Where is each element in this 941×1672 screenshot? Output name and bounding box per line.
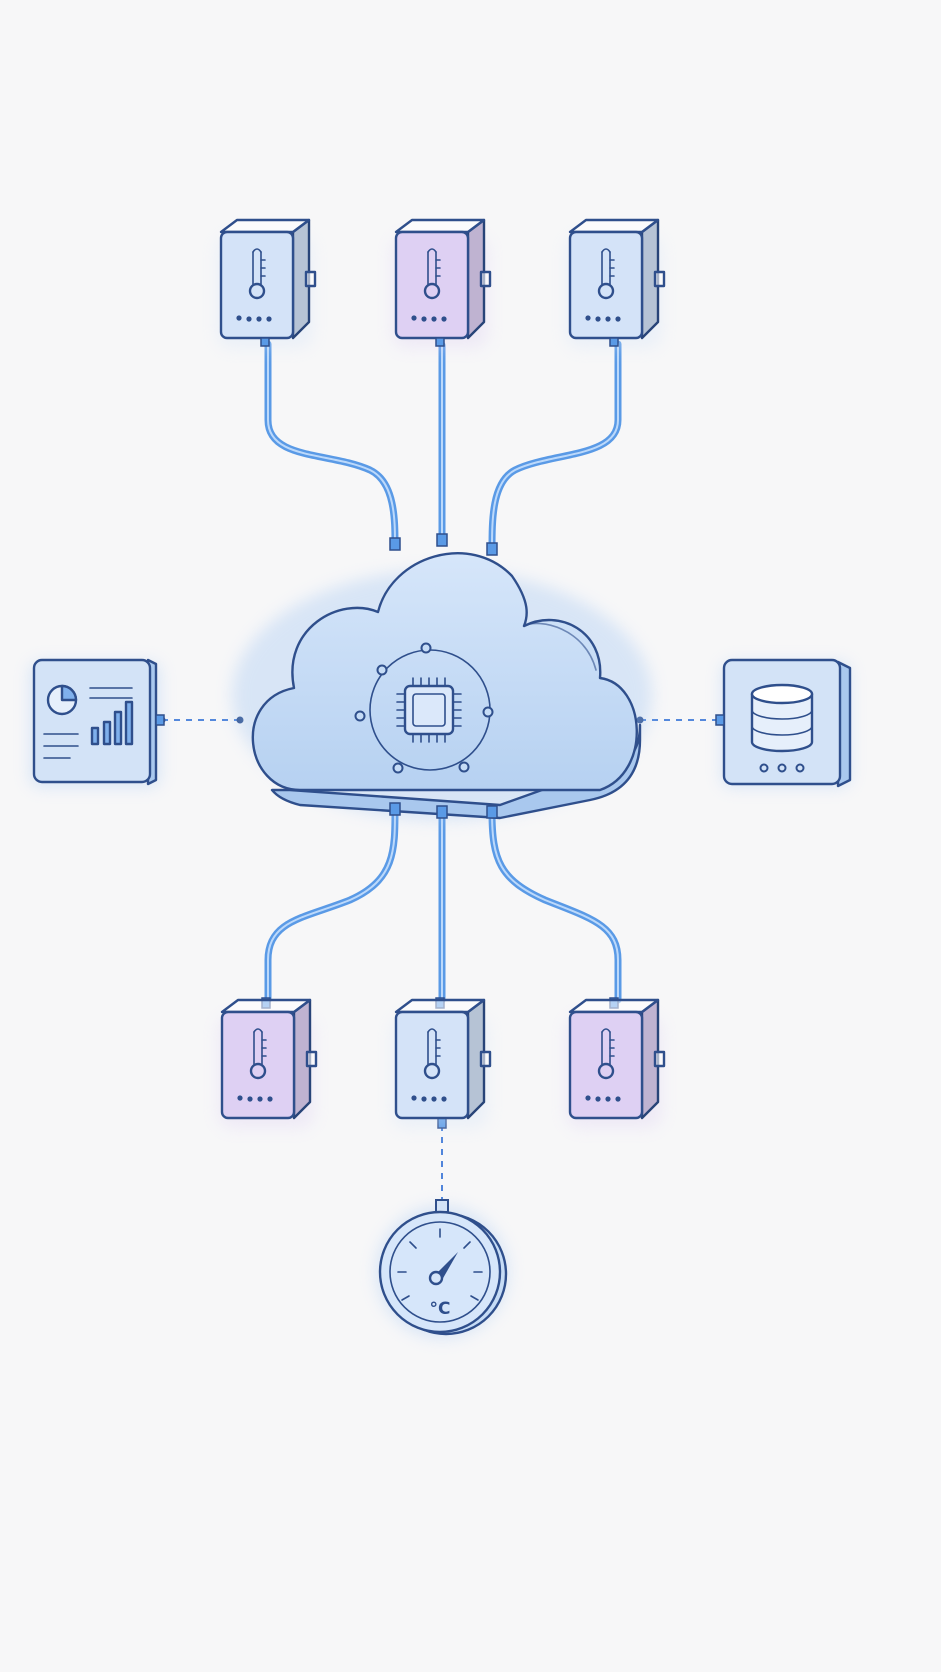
sensor-bottom-3 [566, 997, 664, 1128]
dashboard-panel [30, 658, 165, 787]
thermometer-icon [392, 1000, 490, 1128]
database-panel [715, 658, 852, 788]
thermometer-icon [566, 220, 664, 348]
sensor-bottom-2 [392, 997, 490, 1128]
sensor-top-2 [392, 220, 490, 348]
cpu-chip-icon [396, 677, 462, 743]
thermometer-icon [217, 220, 315, 348]
cables-bottom [264, 806, 622, 1004]
database-stack-icon [750, 683, 814, 753]
temperature-gauge-icon [397, 1228, 483, 1301]
thermometer-icon [566, 1000, 664, 1128]
cables-top [264, 340, 622, 554]
sensor-top-1 [217, 220, 315, 348]
cloud-hub [232, 533, 652, 820]
gauge-unit-label: °C [430, 1299, 451, 1319]
thermometer-icon [392, 220, 490, 348]
thermometer-icon [218, 1000, 316, 1128]
sensor-bottom-1 [218, 997, 316, 1128]
temperature-gauge: °C [376, 1199, 508, 1338]
sensor-top-3 [566, 220, 664, 348]
pie-and-bar-chart-icon [43, 684, 134, 759]
